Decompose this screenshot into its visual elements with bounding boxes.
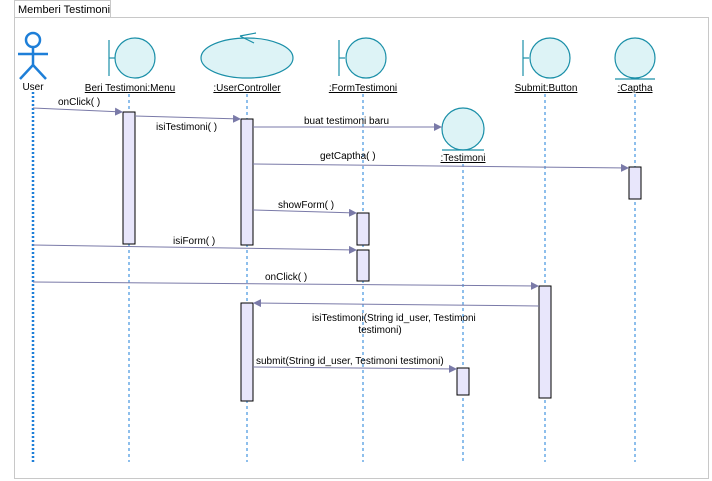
message-arrow-submit (252, 364, 458, 373)
message-label-submit: submit(String id_user, Testimoni testimo… (256, 356, 444, 367)
message-label-isitestimoni: isiTestimoni( ) (156, 122, 217, 133)
activation-controller-1 (240, 118, 254, 246)
participant-label-testimoni: :Testimoni (440, 153, 485, 164)
message-label-onclick-button: onClick( ) (265, 272, 307, 283)
message-arrow-onclick-button (32, 281, 540, 290)
message-label-create-testimoni: buat testimoni baru (304, 116, 389, 127)
participant-label-form: :FormTestimoni (329, 83, 397, 94)
diagram-frame (14, 17, 709, 479)
participant-label-button: Submit:Button (515, 83, 578, 94)
message-arrow-isiform (32, 244, 358, 254)
message-label-getcaptha: getCaptha( ) (320, 151, 376, 162)
message-label-isitestimoni-submit-line2: testimoni) (358, 325, 401, 336)
activation-form-1 (356, 212, 370, 246)
participant-label-captha: :Captha (617, 83, 652, 94)
message-arrow-isitestimoni-submit (252, 299, 540, 308)
activation-captha (628, 166, 642, 200)
control-controller-icon (200, 32, 294, 79)
boundary-button-icon (522, 37, 571, 79)
message-label-showform: showForm( ) (278, 200, 334, 211)
message-label-onclick-menu: onClick( ) (58, 97, 100, 108)
message-arrow-onclick-menu (32, 107, 124, 116)
message-label-isiform: isiForm( ) (173, 236, 215, 247)
participant-label-controller: :UserController (213, 83, 281, 94)
frame-title-tab (14, 0, 111, 18)
activation-controller-2 (240, 302, 254, 402)
participant-label-menu: Beri Testimoni:Menu (85, 83, 175, 94)
boundary-form-icon (338, 37, 387, 79)
message-arrow-getcaptha (252, 163, 630, 172)
activation-testimoni (456, 367, 470, 396)
activation-button (538, 285, 552, 399)
activation-form-2 (356, 249, 370, 282)
participant-label-user: User (22, 82, 44, 93)
message-arrow-showform (252, 208, 358, 217)
activation-menu (122, 111, 136, 245)
entity-captha-icon (614, 37, 656, 80)
actor-user-icon (18, 31, 48, 80)
message-label-isitestimoni-submit-line1: isiTestimoni(String id_user, Testimoni (312, 313, 476, 324)
message-arrow-isitestimoni (134, 114, 242, 123)
entity-testimoni-icon (441, 107, 485, 151)
frame-title: Memberi Testimoni (18, 4, 110, 16)
boundary-menu-icon (108, 37, 156, 79)
